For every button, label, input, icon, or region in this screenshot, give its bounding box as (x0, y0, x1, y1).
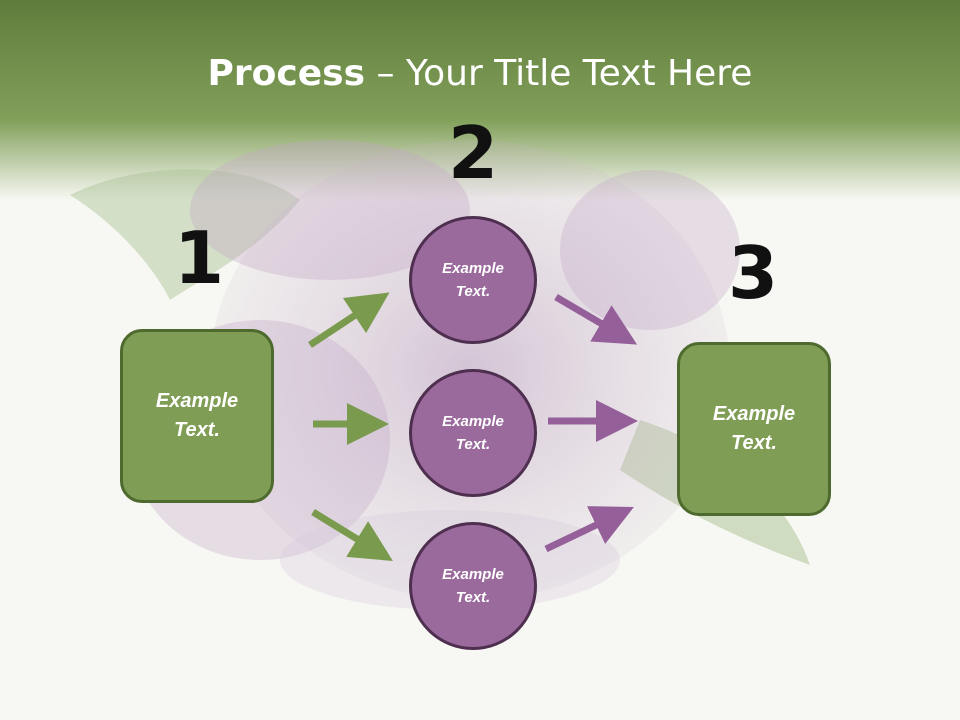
step-number-2: 2 (447, 111, 499, 195)
lilac-cluster-right (560, 170, 740, 330)
step-number-3: 3 (727, 231, 779, 315)
circle-2: Example Text. (409, 369, 537, 497)
right-box: Example Text. (677, 342, 831, 516)
circle-1: Example Text. (409, 216, 537, 344)
arrow-left-to-circle-3 (311, 509, 393, 561)
arrow-left-to-circle-1 (308, 292, 390, 348)
step-number-1: 1 (173, 216, 225, 300)
title-bold: Process (207, 53, 366, 94)
title-rest: – Your Title Text Here (365, 53, 753, 94)
arrow-circle-3-to-right (544, 506, 634, 553)
lilac-cluster-top (190, 140, 470, 280)
arrow-circle-1-to-right (554, 293, 638, 345)
left-box: Example Text. (120, 329, 274, 503)
page-title: Process – Your Title Text Here (0, 52, 960, 96)
leaf-left (70, 169, 300, 300)
circle-3: Example Text. (409, 522, 537, 650)
